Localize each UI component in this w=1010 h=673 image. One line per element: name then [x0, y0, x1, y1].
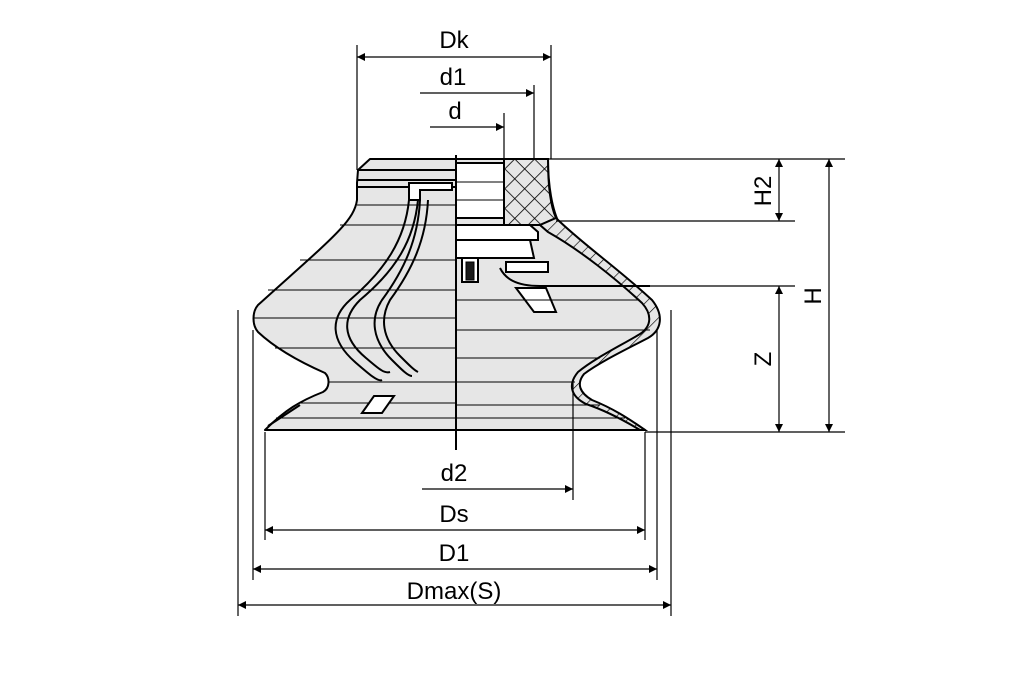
dim-H2: H2 — [750, 159, 783, 221]
groove-outer-2 — [346, 199, 419, 374]
dim-Ds-label: Ds — [439, 501, 468, 528]
dim-Dmax-label: Dmax(S) — [407, 578, 502, 605]
insert-plate — [455, 224, 539, 241]
dim-Dmax: Dmax(S) — [238, 578, 671, 609]
cap-hatched-section — [503, 158, 558, 226]
shell-hatched-section — [538, 216, 661, 431]
groove-inner — [373, 199, 421, 377]
dim-d-label: d — [448, 98, 461, 125]
insert-wire — [499, 267, 650, 287]
dim-Dk-label: Dk — [439, 27, 469, 54]
extension-lines — [237, 45, 845, 616]
dim-D1-label: D1 — [439, 540, 470, 567]
insert-foot — [505, 261, 549, 273]
dim-d2-label: d2 — [441, 460, 468, 487]
insert-stem — [455, 239, 536, 259]
insert-pin — [465, 261, 475, 281]
cup-right-section — [455, 158, 661, 431]
groove-inner-2 — [383, 199, 429, 373]
dim-D1: D1 — [253, 540, 657, 573]
cup-left-view — [252, 158, 457, 431]
dim-d1: d1 — [420, 64, 534, 97]
dim-Dk: Dk — [357, 27, 551, 61]
dim-d1-label: d1 — [440, 64, 467, 91]
dim-H-label: H — [800, 287, 827, 304]
dim-H: H — [800, 159, 833, 432]
dim-d2: d2 — [422, 460, 573, 493]
dim-H2-label: H2 — [750, 176, 777, 207]
lip-slot — [360, 395, 396, 414]
dim-Ds: Ds — [265, 501, 645, 534]
dim-d: d — [430, 98, 504, 131]
dim-Z-label: Z — [750, 352, 777, 367]
groove-outer — [334, 199, 410, 382]
dim-Z: Z — [750, 286, 783, 432]
inner-bore — [455, 162, 505, 219]
lip-edge — [267, 404, 301, 427]
